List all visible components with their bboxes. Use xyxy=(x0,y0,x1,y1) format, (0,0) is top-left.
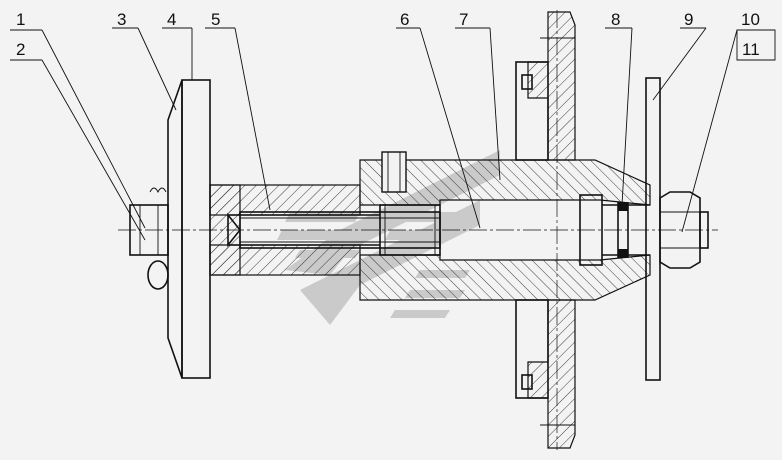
part-9-disc xyxy=(645,77,661,381)
part-1-left-nut xyxy=(129,187,169,290)
part-8-seal xyxy=(617,202,629,258)
callout-6: 6 xyxy=(400,10,409,29)
callout-2: 2 xyxy=(16,40,25,59)
callout-9: 9 xyxy=(684,10,693,29)
part-7-housing xyxy=(359,159,651,301)
set-screw xyxy=(381,151,407,193)
callout-5: 5 xyxy=(211,10,220,29)
callout-11: 11 xyxy=(742,40,760,59)
callout-3: 3 xyxy=(117,10,126,29)
part-10-nut xyxy=(659,191,709,269)
part-3-hub-plate xyxy=(167,79,211,379)
callout-8: 8 xyxy=(611,10,620,29)
leader-lines xyxy=(10,27,776,241)
callout-4: 4 xyxy=(167,10,176,29)
callout-1: 1 xyxy=(16,10,25,29)
callout-10: 10 xyxy=(741,10,760,29)
flange xyxy=(515,11,576,449)
callout-7: 7 xyxy=(459,10,468,29)
